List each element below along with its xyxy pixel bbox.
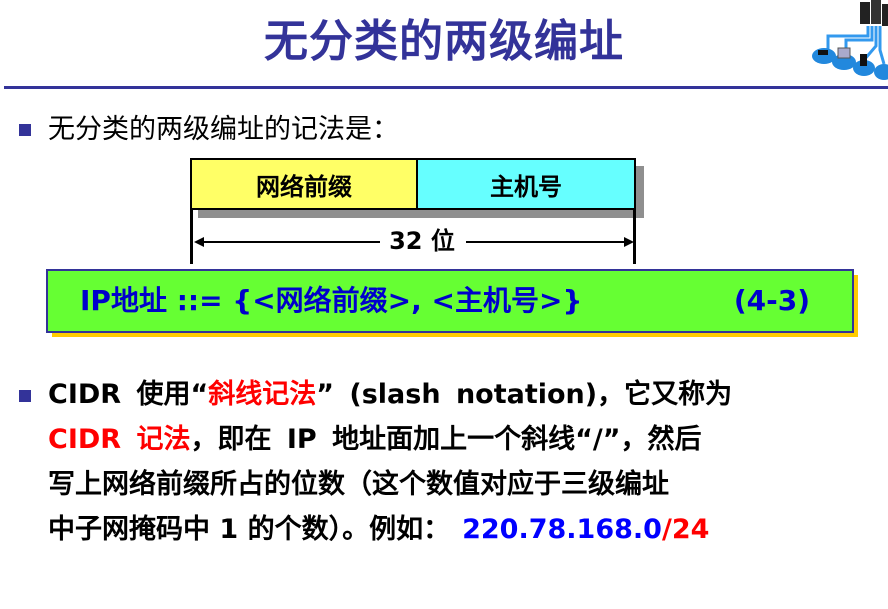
slide-title: 无分类的两级编址 xyxy=(264,16,624,67)
cidr-notation-highlight: CIDR 记法 xyxy=(48,424,191,455)
text-span: ” (slash notation)，它又称为 xyxy=(316,379,733,410)
host-number-field: 主机号 xyxy=(416,158,636,210)
bit-width-label: 32 位 xyxy=(389,227,455,255)
network-prefix-field: 网络前缀 xyxy=(190,158,418,210)
text-span: ，即在 IP 地址面加上一个斜线“/”，然后 xyxy=(190,424,702,455)
arrow-right-icon xyxy=(624,237,634,247)
bullet-2-line-1: CIDR 使用“斜线记法” (slash notation)，它又称为 xyxy=(48,377,732,413)
bullet-1-text: 无分类的两级编址的记法是： xyxy=(48,114,399,145)
width-arrow-left-line xyxy=(200,241,380,243)
network-diagram-logo-icon xyxy=(808,0,888,82)
bullet-2-line-3: 写上网络前缀所占的位数（这个数值对应于三级编址 xyxy=(48,467,669,503)
text-span: 写上网络前缀所占的位数（这个数值对应于三级编址 xyxy=(48,469,669,500)
bullet-2-line-2: CIDR 记法，即在 IP 地址面加上一个斜线“/”，然后 xyxy=(48,422,701,458)
network-prefix-label: 网络前缀 xyxy=(256,172,352,201)
bullet-marker xyxy=(19,390,31,402)
title-divider xyxy=(4,86,888,89)
text-span: CIDR 使用“ xyxy=(48,379,209,410)
arrow-left-icon xyxy=(194,237,204,247)
text-span: 中子网掩码中 1 的个数）。例如： xyxy=(48,514,451,545)
formula-box: IP地址 ::= {<网络前缀>, <主机号>} (4-3) xyxy=(46,269,854,333)
bullet-2-line-4: 中子网掩码中 1 的个数）。例如： 220.78.168.0/24 xyxy=(48,512,709,548)
width-arrow-right-line xyxy=(466,241,628,243)
host-number-label: 主机号 xyxy=(490,172,562,201)
slash-notation-highlight: 斜线记法 xyxy=(208,379,317,410)
example-prefix-length: /24 xyxy=(661,514,710,545)
equation-number: (4-3) xyxy=(733,284,810,317)
ip-address-formula: IP地址 ::= {<网络前缀>, <主机号>} xyxy=(80,284,583,317)
bullet-marker xyxy=(19,124,31,136)
example-ip-address: 220.78.168.0 xyxy=(462,514,662,545)
left-bound-tick xyxy=(190,210,193,264)
right-bound-tick xyxy=(633,210,636,264)
